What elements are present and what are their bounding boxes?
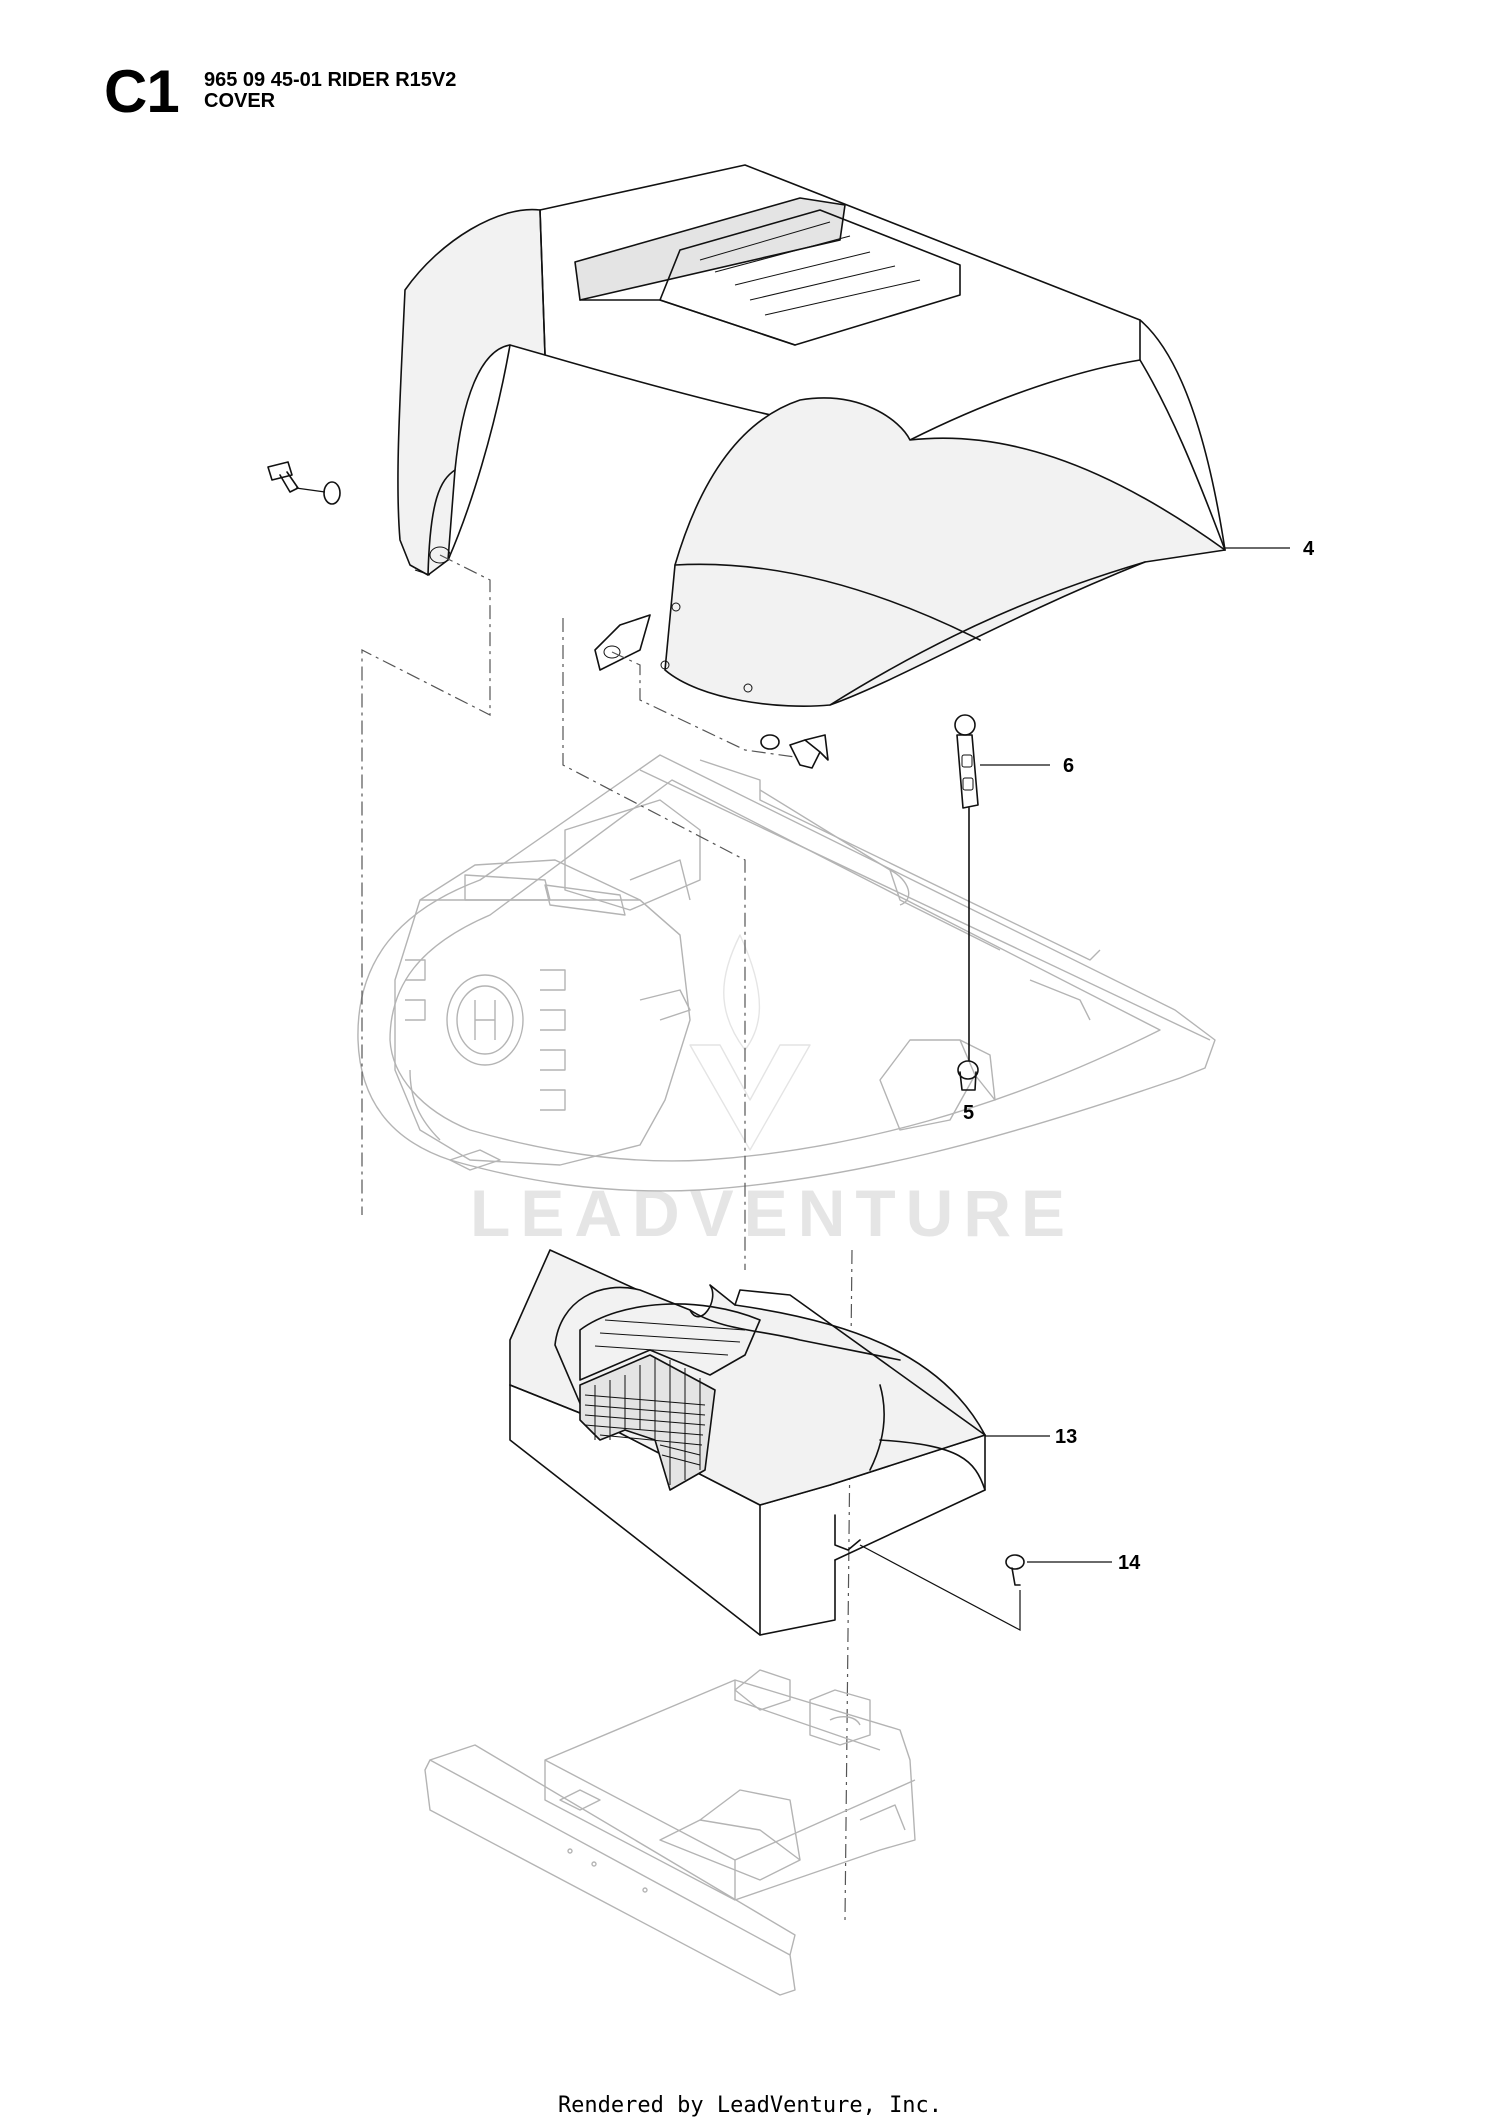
callout-part-5: 5 [963, 1102, 975, 1124]
callout-part-13: 13 [1055, 1426, 1078, 1448]
front-grille [394, 859, 691, 1171]
watermark-text: LEADVENTURE [470, 1176, 1076, 1250]
grille-mesh [584, 1358, 706, 1485]
callout-part-14: 14 [1118, 1552, 1141, 1574]
part-13-box-cover [509, 1249, 986, 1636]
model-number: 965 09 45-01 RIDER R15V2 [204, 69, 457, 91]
watermark-logo [689, 934, 811, 1151]
section-name: COVER [204, 90, 276, 112]
base-frame [424, 1669, 916, 1996]
part-4-hood-cover [397, 164, 1226, 708]
screw-washer-right [760, 734, 829, 769]
screw-washer-left [267, 461, 341, 505]
part-6-cable-clip [954, 714, 979, 1061]
part-14-screw [859, 1544, 1025, 1631]
callout-part-4: 4 [1303, 538, 1315, 560]
part-5-knob [957, 1060, 979, 1091]
frame-chassis [357, 754, 1216, 1192]
callout-part-6: 6 [1063, 755, 1075, 777]
footer-credit: Rendered by LeadVenture, Inc. [557, 2093, 943, 2118]
diagram-code: C1 [104, 58, 180, 125]
leader-lines [980, 547, 1290, 1563]
